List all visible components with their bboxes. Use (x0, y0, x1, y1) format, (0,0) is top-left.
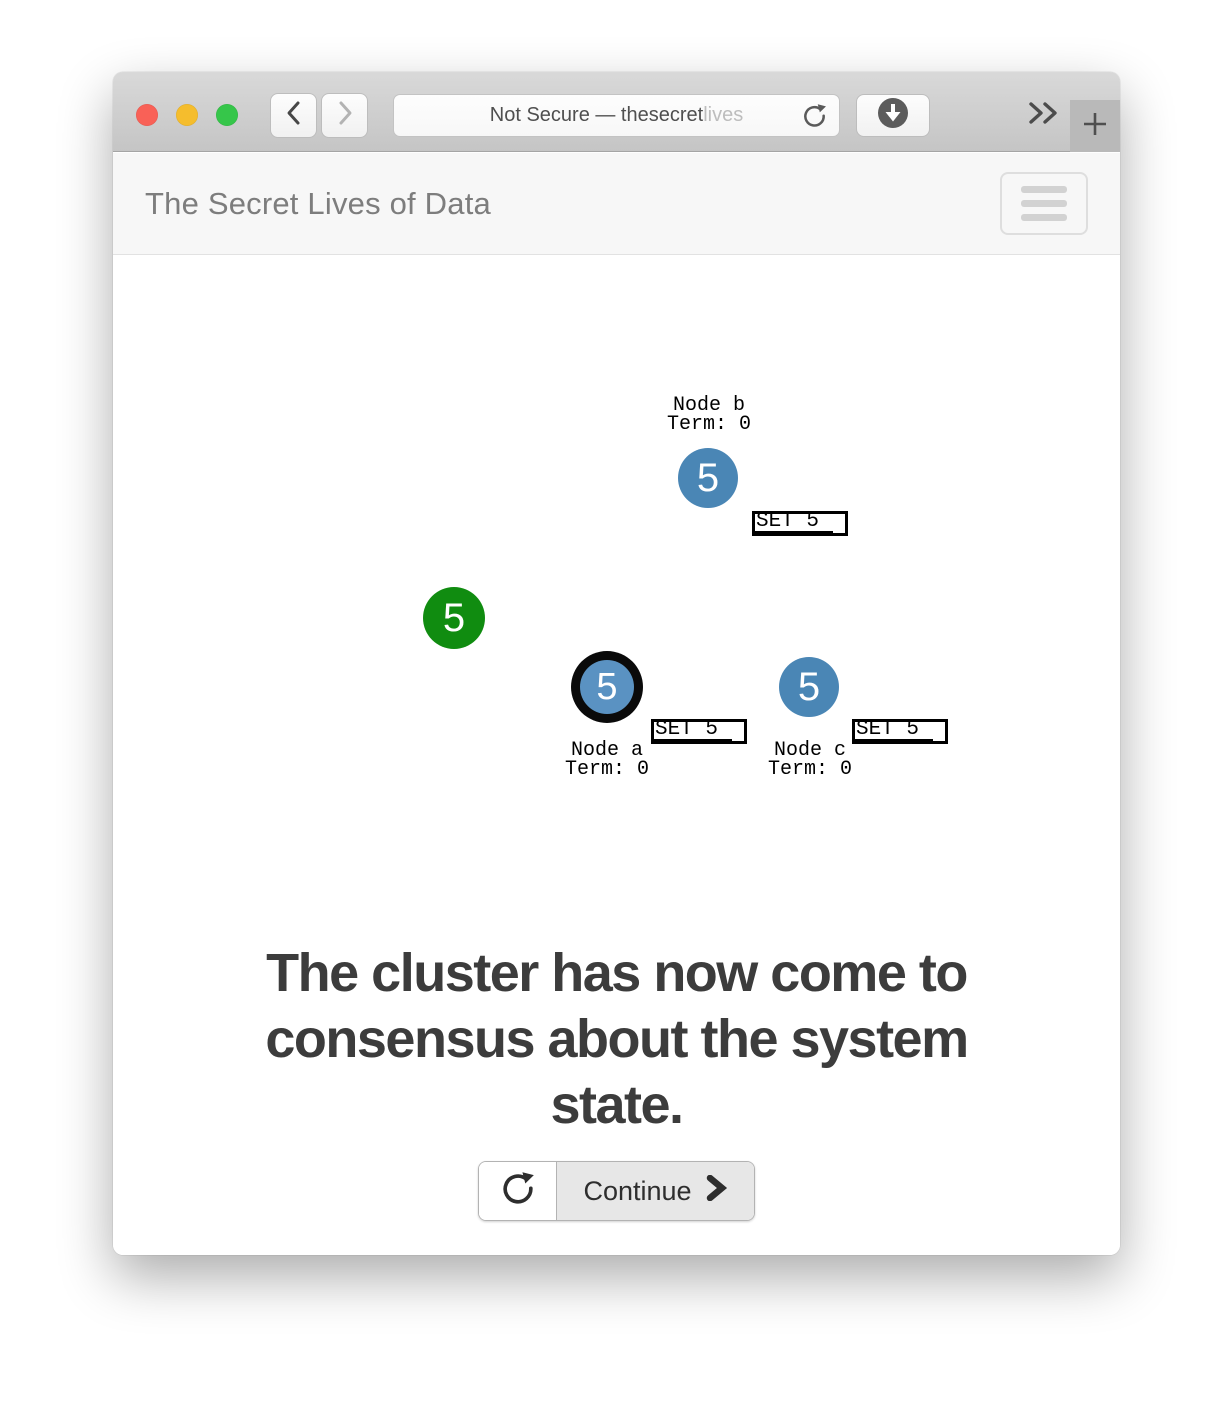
caption-line-2: consensus about the system (265, 1009, 969, 1069)
continue-button[interactable]: Continue (556, 1162, 754, 1220)
chevron-left-icon (283, 99, 305, 132)
node-b-log-text: SET 5 (755, 514, 834, 533)
client-value: 5 (442, 595, 466, 640)
back-button[interactable] (270, 93, 317, 138)
node-b-term: Term: 0 (666, 413, 751, 436)
address-bar[interactable]: Not Secure — thesecretlives (393, 94, 840, 137)
node-a-log-text: SET 5 (654, 722, 733, 741)
reload-icon[interactable] (800, 102, 829, 137)
forward-button[interactable] (321, 93, 368, 138)
browser-titlebar[interactable]: Not Secure — thesecretlives (113, 72, 1120, 152)
new-tab-button[interactable] (1070, 100, 1120, 152)
downloads-button[interactable] (856, 94, 930, 137)
node-b-value: 5 (696, 455, 720, 500)
node-a-leader[interactable]: 5 (571, 651, 643, 723)
node-a-log-entry: SET 5 (651, 719, 747, 744)
node-b-log-entry: SET 5 (752, 511, 848, 536)
node-a-term: Term: 0 (564, 758, 649, 781)
node-b-label: Node b Term: 0 (624, 394, 794, 436)
node-a-label: Node a Term: 0 (522, 739, 692, 781)
continue-button-label: Continue (583, 1175, 692, 1206)
node-c-name: Node c (773, 739, 846, 762)
slide-caption: The cluster has now come to consensus ab… (143, 940, 1090, 1138)
zoom-window-button[interactable] (216, 104, 238, 126)
traffic-lights (136, 104, 238, 126)
site-header: The Secret Lives of Data (113, 153, 1120, 255)
node-c-value: 5 (797, 664, 821, 709)
node-b-name: Node b (672, 394, 745, 417)
node-c[interactable]: 5 (779, 657, 839, 717)
toolbar-overflow-button[interactable] (1021, 96, 1065, 134)
address-text: Not Secure — thesecretlives (489, 104, 744, 126)
close-window-button[interactable] (136, 104, 158, 126)
node-c-log-entry: SET 5 (852, 719, 948, 744)
site-title: The Secret Lives of Data (145, 185, 491, 221)
minimize-window-button[interactable] (176, 104, 198, 126)
double-chevron-right-icon (1023, 99, 1063, 132)
safari-window: Not Secure — thesecretlives (113, 72, 1120, 1255)
restart-icon (499, 1170, 537, 1213)
caption-line-1: The cluster has now come to (266, 943, 968, 1003)
chevron-right-icon (334, 99, 356, 132)
menu-button[interactable] (1000, 172, 1088, 235)
slide-controls: Continue (478, 1161, 755, 1221)
node-b[interactable]: 5 (678, 448, 738, 508)
client-node[interactable]: 5 (423, 587, 485, 649)
address-text-faded: lives (703, 104, 744, 126)
plus-icon (1079, 108, 1111, 145)
node-a-name: Node a (570, 739, 643, 762)
node-c-log-text: SET 5 (855, 722, 934, 741)
restart-button[interactable] (479, 1162, 556, 1220)
node-c-label: Node c Term: 0 (725, 739, 895, 781)
download-icon (877, 97, 909, 134)
caption-line-3: state. (550, 1075, 684, 1135)
node-a: 5 (580, 660, 634, 714)
node-a-value: 5 (596, 665, 618, 708)
node-c-term: Term: 0 (767, 758, 852, 781)
raft-visualization: Node b Term: 0 5 SET 5 5 5 SET 5 (113, 255, 1120, 1255)
heavy-chevron-right-icon (704, 1174, 728, 1208)
